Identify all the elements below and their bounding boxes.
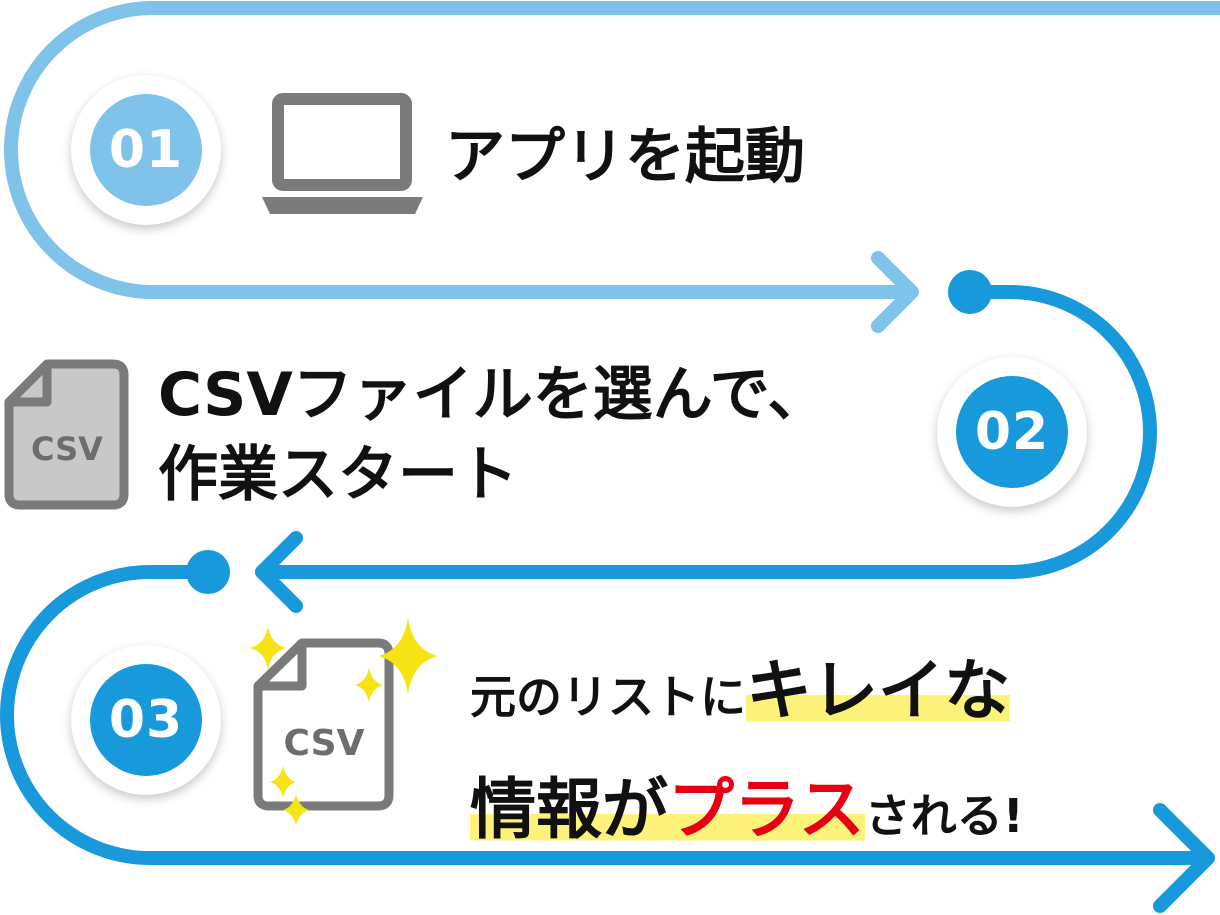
step-2-line-1: CSVファイルを選んで、 (158, 360, 828, 430)
csv-file-icon: CSV (4, 359, 129, 510)
sparkle-icon (270, 766, 296, 798)
top-arrow-head (871, 251, 919, 333)
step-3-text: 元のリストにキレイな 情報がプラスされる! (470, 640, 1024, 878)
step-2-text: CSVファイルを選んで、 作業スタート (158, 355, 827, 515)
laptop-icon (262, 93, 423, 214)
step-3-line-1: 元のリストにキレイな (470, 640, 1024, 759)
step-2-number: 02 (956, 376, 1068, 488)
sparkle-icon (378, 618, 438, 694)
step-2-badge: 02 (937, 357, 1087, 507)
step-3-highlight-red: プラス (668, 771, 865, 848)
step-3-number: 03 (90, 664, 202, 776)
step-1-text: アプリを起動 (445, 122, 805, 192)
step-3-line-2: 情報がプラスされる! (470, 759, 1024, 878)
middle-arrow-head (255, 531, 303, 613)
csv-file-label-3: CSV (284, 723, 365, 764)
csv-file-label: CSV (31, 430, 103, 468)
step-1-badge: 01 (71, 75, 221, 225)
step-3-highlight-2: 情報が (470, 771, 668, 848)
top-flow-line (4, 0, 1220, 299)
step-1-number: 01 (90, 94, 202, 206)
sparkle-icon (283, 794, 309, 826)
csv-file-sparkle-icon: CSV (249, 618, 438, 826)
step-3-badge: 03 (71, 645, 221, 795)
step-3-prefix: 元のリストに (470, 670, 746, 724)
sparkle-icon (355, 668, 383, 702)
step-3-suffix: される! (864, 789, 1024, 843)
step-2-line-2: 作業スタート (158, 440, 518, 510)
bottom-flow-line (0, 565, 1212, 865)
bottom-arrow-head (1153, 803, 1215, 913)
sparkle-icon (249, 626, 287, 670)
middle-flow-line (255, 285, 1157, 579)
step-3-highlight-1: キレイな (746, 652, 1010, 729)
